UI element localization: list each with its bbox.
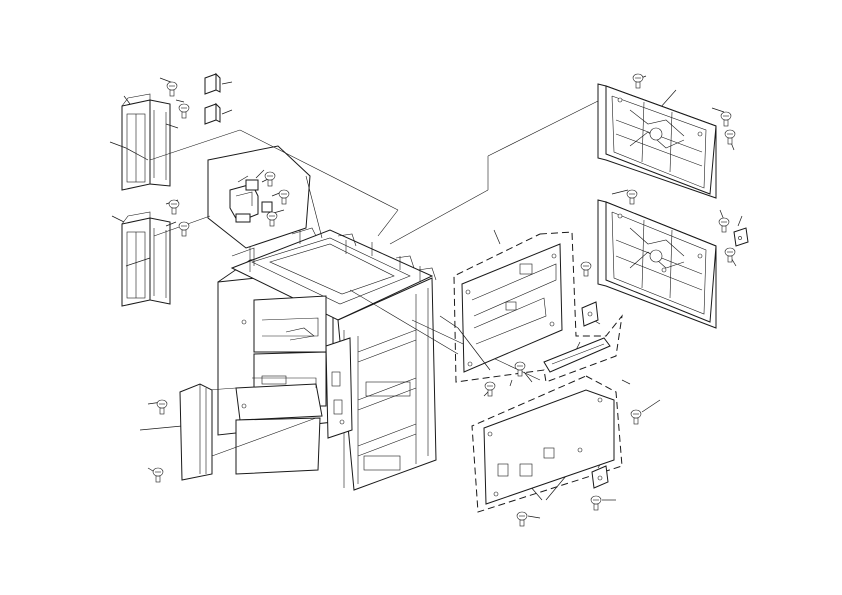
screw-icon [168, 199, 180, 215]
screw-icon [166, 81, 178, 97]
leader-lines [109, 75, 743, 519]
screws [152, 73, 736, 527]
screw-icon [178, 103, 190, 119]
screw-icon [724, 247, 736, 263]
left-hinge-cover-upper [121, 93, 171, 191]
screw-icon [484, 381, 496, 397]
screw-icon [590, 495, 602, 511]
screw-icon [630, 409, 642, 425]
rear-cover-upper [597, 83, 717, 199]
screw-icon [156, 399, 168, 415]
screw-icon [626, 189, 638, 205]
rear-panel-assembly-lower [471, 375, 623, 513]
rear-panel-assembly-upper [439, 231, 623, 383]
hinge-clip-lower [204, 102, 221, 125]
small-bracket-right [733, 227, 749, 247]
screw-icon [178, 221, 190, 237]
main-machine-frame [217, 227, 437, 491]
screw-icon [264, 171, 276, 187]
screw-icon [580, 261, 592, 277]
left-hinge-cover-lower [121, 211, 171, 307]
hinge-detail-inset [207, 145, 311, 249]
side-cover-left-bottom [179, 383, 213, 481]
screw-icon [278, 189, 290, 205]
screw-icon [514, 361, 526, 377]
rear-cover-lower [597, 199, 717, 329]
screw-icon [516, 511, 528, 527]
screw-icon [718, 217, 730, 233]
hinge-clip-upper [204, 72, 221, 95]
screw-icon [632, 73, 644, 89]
screw-icon [720, 111, 732, 127]
screw-icon [724, 129, 736, 145]
screw-icon [266, 211, 278, 227]
screw-icon [152, 467, 164, 483]
